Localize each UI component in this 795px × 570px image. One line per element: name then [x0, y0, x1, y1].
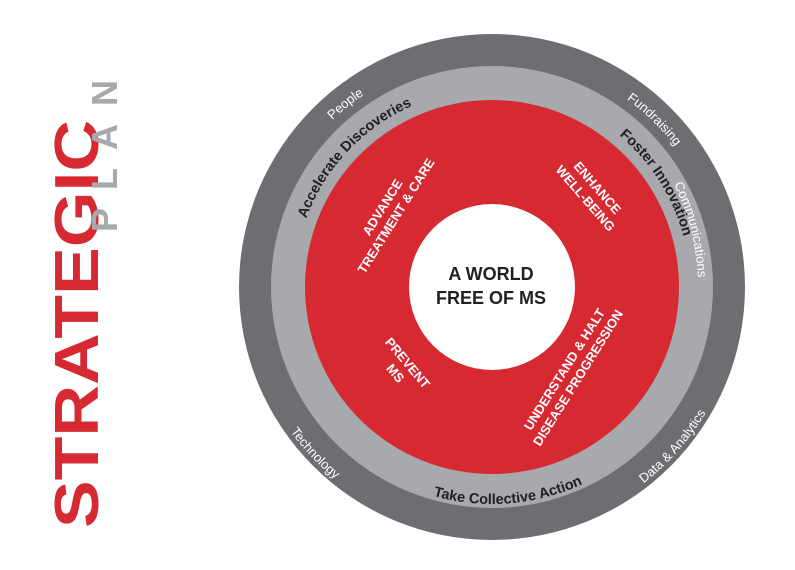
title-plan: PLAN	[84, 62, 125, 232]
strategic-plan-title: STRATEGIC PLAN	[43, 62, 125, 528]
title-strategic: STRATEGIC	[43, 120, 112, 528]
center-text-line2: FREE OF MS	[436, 288, 546, 308]
center-text-line1: A WORLD	[448, 264, 533, 284]
center-circle	[409, 204, 575, 370]
strategic-plan-diagram: People Fundraising United Team Communica…	[224, 34, 745, 540]
